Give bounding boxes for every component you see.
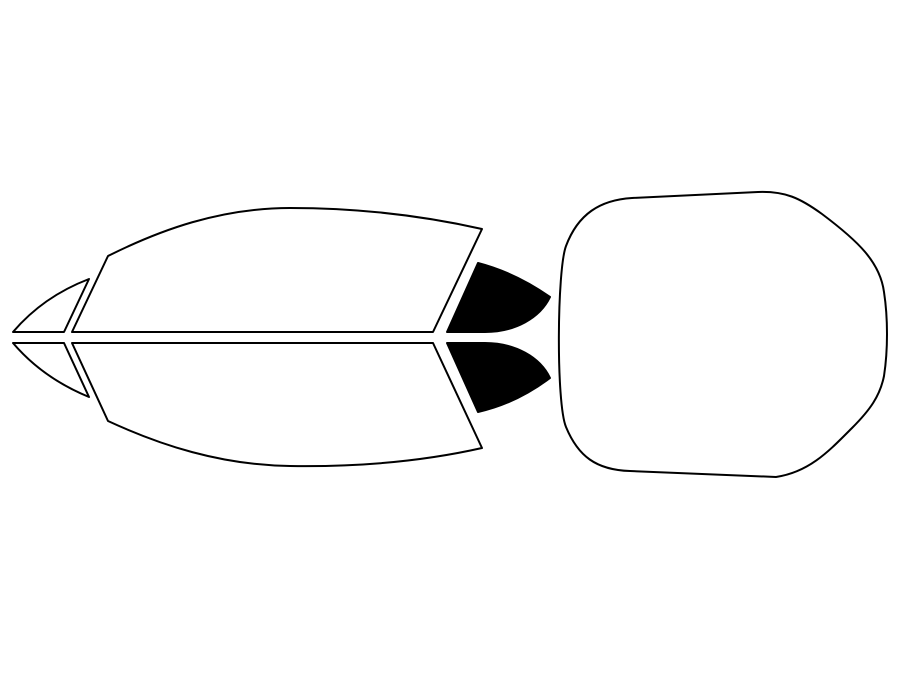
rear-windshield-panel <box>557 190 888 478</box>
left-vent-window-panel <box>12 278 90 333</box>
right-vent-window-panel <box>12 342 90 398</box>
left-quarter-window-panel <box>446 262 551 333</box>
left-front-door-window-panel <box>71 207 483 333</box>
right-front-door-window-panel <box>71 342 483 468</box>
right-quarter-window-panel <box>446 342 551 413</box>
